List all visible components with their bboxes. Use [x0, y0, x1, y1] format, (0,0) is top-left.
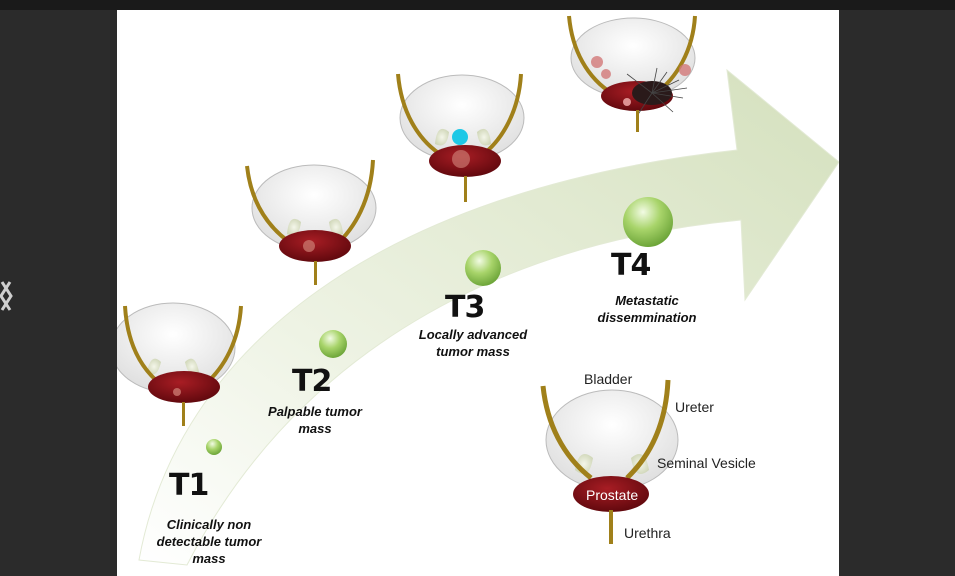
bubble-t1 [206, 439, 222, 455]
label-ureter: Ureter [675, 399, 714, 415]
stage-description-t4: Metastatic dissemmination [597, 293, 697, 325]
organ-t4-drawing [567, 15, 697, 132]
label-bladder: Bladder [584, 371, 633, 387]
label-prostate: Prostate [586, 487, 639, 503]
stage-title-t4: T4 [611, 248, 651, 283]
stage-title-t2: T2 [292, 364, 332, 399]
stage-title-t3: T3 [445, 290, 485, 325]
bubble-t4 [623, 197, 673, 247]
stage-description-t1: Clinically non detectable tumor mass [156, 517, 262, 566]
progression-arrow [138, 68, 839, 566]
stage-title-t1: T1 [169, 468, 209, 503]
organ-t3-drawing [396, 73, 525, 202]
label-seminal-vesicle: Seminal Vesicle [657, 455, 756, 471]
top-bar [0, 0, 955, 10]
staging-illustration [117, 15, 839, 566]
bubble-t2 [319, 330, 347, 358]
marker-dot [452, 129, 468, 145]
anatomy-legend-diagram [540, 379, 679, 544]
stage-description-t2: Palpable tumor mass [268, 404, 362, 436]
organ-t1-drawing [117, 302, 243, 426]
slide: T1 T2 T3 T4 Clinically non detectable tu… [117, 10, 839, 576]
bubble-t3 [465, 250, 501, 286]
label-urethra: Urethra [624, 525, 671, 541]
chevron-right-icon[interactable] [0, 276, 14, 316]
stage-description-t3: Locally advanced tumor mass [418, 327, 528, 359]
chevron-left-icon[interactable] [0, 276, 12, 316]
organ-t2-drawing [245, 159, 377, 285]
